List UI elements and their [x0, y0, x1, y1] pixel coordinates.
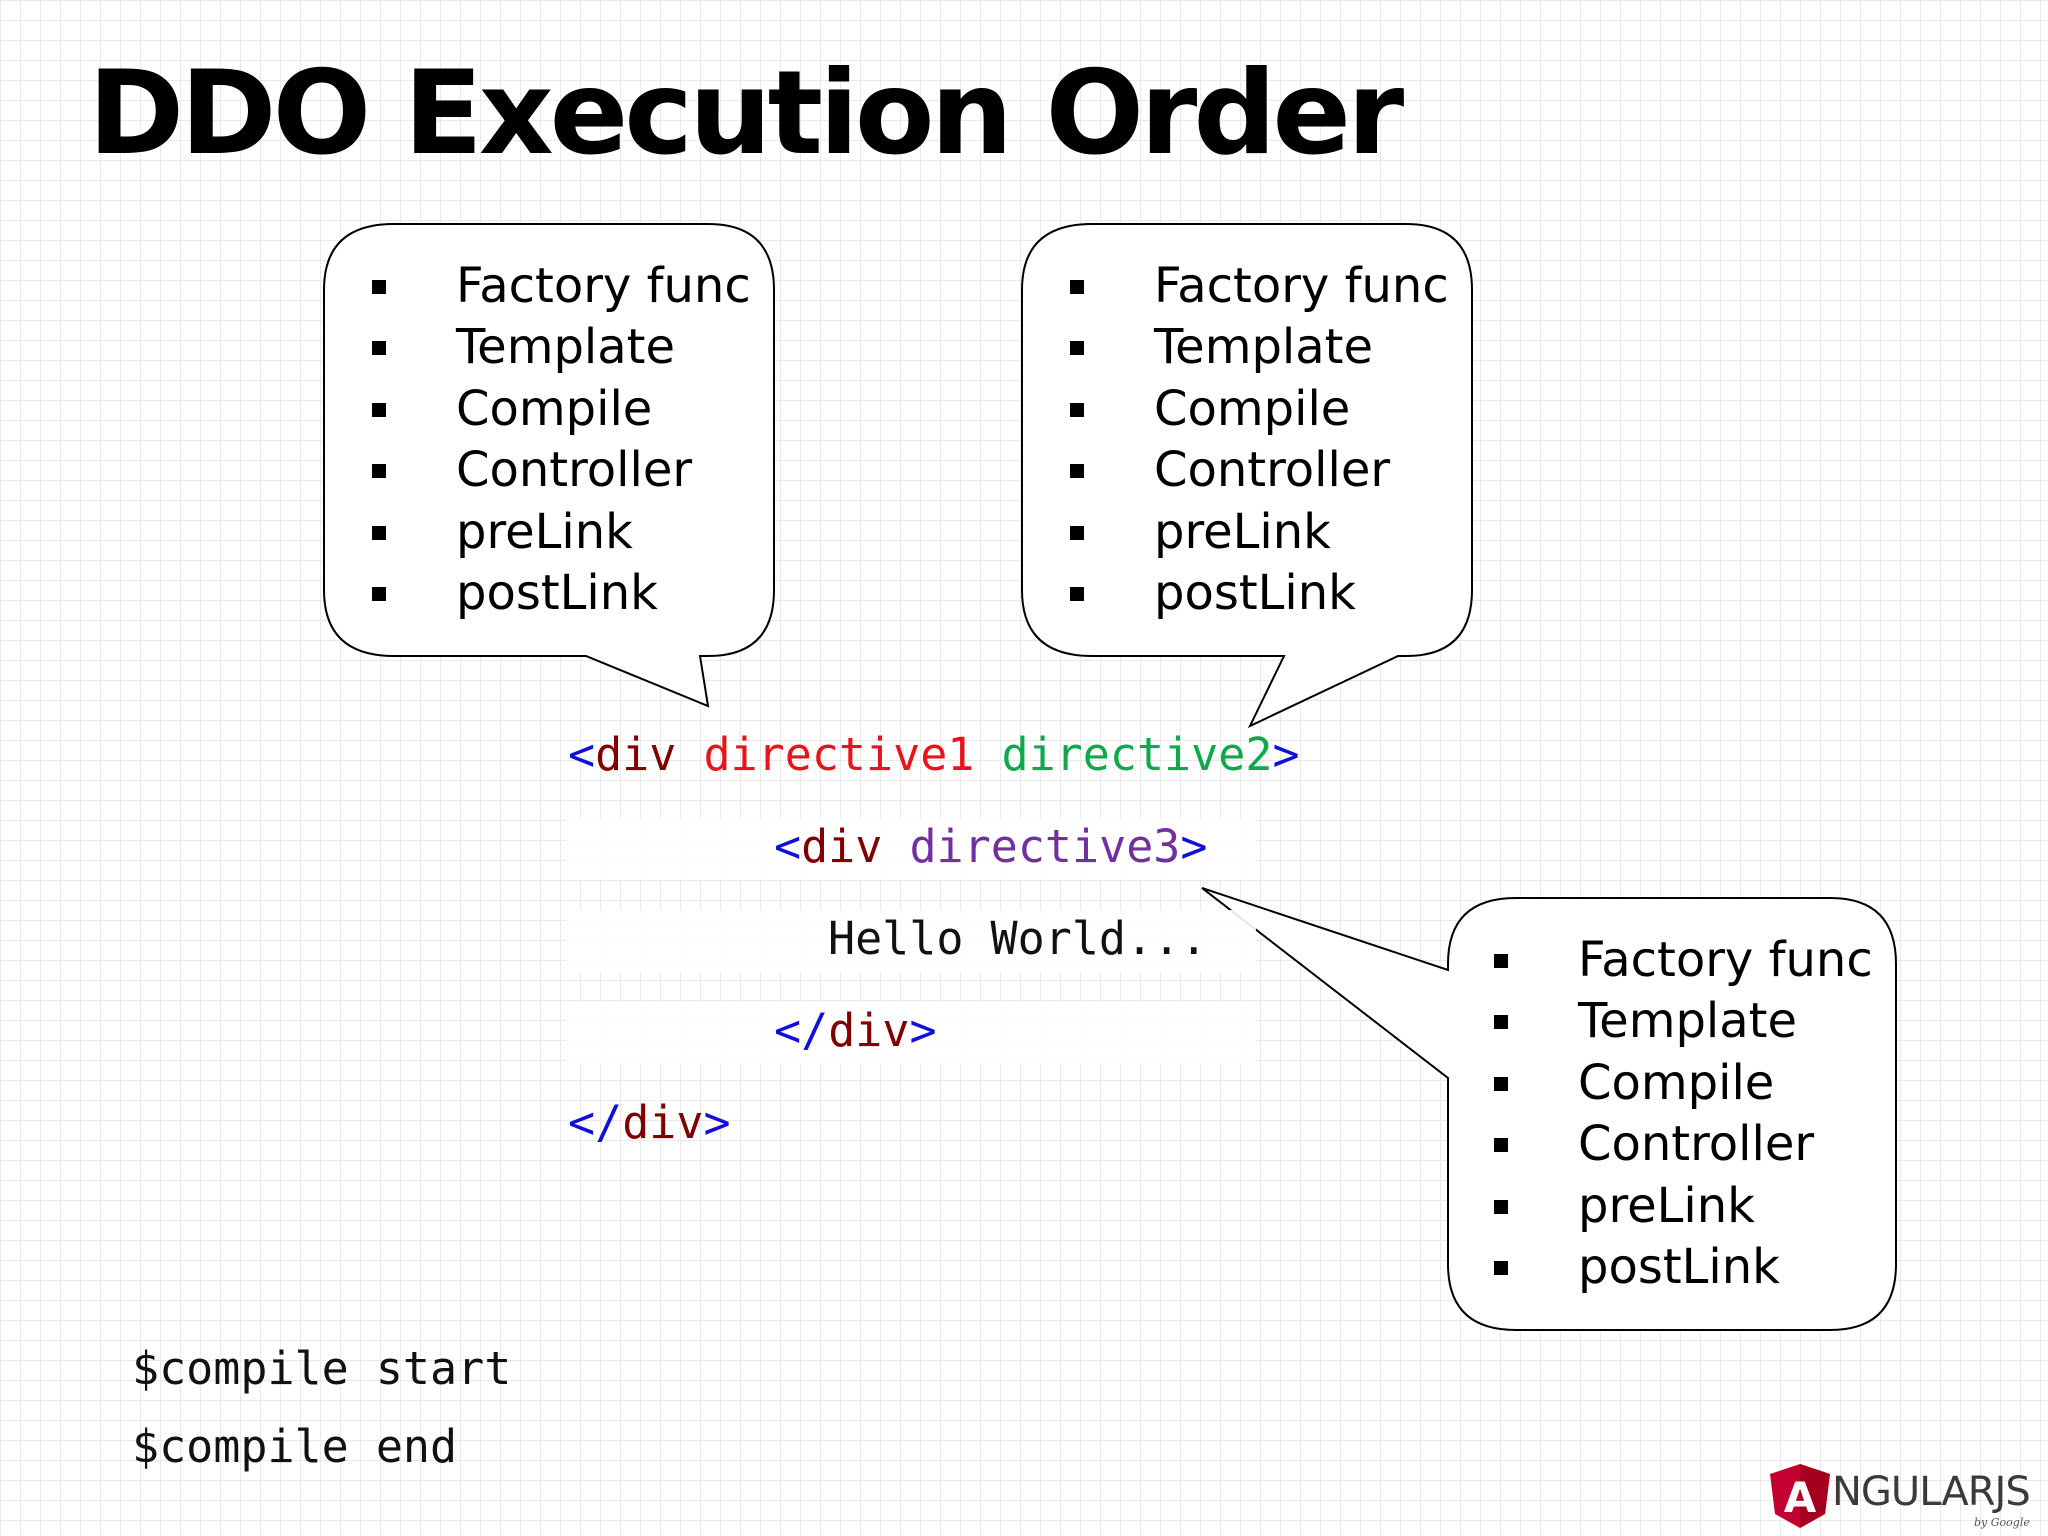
directive3-attr: directive3: [909, 820, 1181, 873]
list-item: Template: [1490, 991, 1873, 1052]
list-item: preLink: [368, 502, 751, 563]
bullet-square-icon: [1494, 1138, 1508, 1153]
callout-list-2: Factory func Template Compile Controller…: [1066, 256, 1449, 624]
bullet-square-icon: [1494, 1076, 1508, 1091]
bullet-square-icon: [372, 402, 386, 417]
list-item: Controller: [368, 440, 751, 501]
list-item: Factory func: [368, 256, 751, 317]
bullet-square-icon: [1494, 1015, 1508, 1030]
list-item: Controller: [1066, 440, 1449, 501]
bullet-square-icon: [372, 280, 386, 294]
bullet-square-icon: [1494, 954, 1508, 968]
list-item: Controller: [1490, 1114, 1873, 1175]
bullet-square-icon: [1070, 402, 1084, 417]
list-item: Compile: [1490, 1053, 1873, 1114]
bullet-square-icon: [372, 586, 386, 601]
logo-byline: by Google: [1974, 1516, 2030, 1529]
code-highlight-band: [566, 1002, 1256, 1064]
list-item: Factory func: [1066, 256, 1449, 317]
code-line-outer-close: </div>: [568, 1096, 731, 1149]
list-item: Template: [1066, 317, 1449, 378]
list-item: Template: [368, 317, 751, 378]
bullet-square-icon: [1494, 1260, 1508, 1275]
code-highlight-band: [566, 910, 1256, 972]
list-item: postLink: [1066, 563, 1449, 624]
code-line-content: Hello World...: [828, 912, 1208, 965]
bullet-square-icon: [372, 525, 386, 540]
list-item: postLink: [368, 563, 751, 624]
list-item: preLink: [1066, 502, 1449, 563]
compile-end-label: $compile end: [132, 1420, 458, 1473]
callout-list-3: Factory func Template Compile Controller…: [1490, 930, 1873, 1298]
bullet-square-icon: [1070, 341, 1084, 356]
logo-wordmark: NGULARJS: [1832, 1469, 2031, 1515]
svg-text:A: A: [1784, 1473, 1817, 1522]
code-line-outer-open: <div directive1 directive2>: [568, 728, 1300, 781]
bullet-square-icon: [1070, 464, 1084, 479]
list-item: preLink: [1490, 1176, 1873, 1237]
bullet-square-icon: [372, 341, 386, 356]
compile-start-label: $compile start: [132, 1342, 512, 1395]
list-item: postLink: [1490, 1237, 1873, 1298]
list-item: Compile: [1066, 379, 1449, 440]
callout-bubble-3: [1201, 887, 1897, 1331]
code-line-inner-open: <div directive3>: [774, 820, 1208, 873]
callout-bubble-1: [323, 223, 775, 708]
angular-shield-icon: A: [1770, 1464, 1830, 1528]
directive1-attr: directive1: [703, 728, 975, 781]
bullet-square-icon: [1494, 1199, 1508, 1214]
angularjs-logo: A NGULARJS by Google: [1768, 1462, 2038, 1530]
bullet-square-icon: [1070, 586, 1084, 601]
list-item: Compile: [368, 379, 751, 440]
bullet-square-icon: [1070, 280, 1084, 294]
bullet-square-icon: [1070, 525, 1084, 540]
list-item: Factory func: [1490, 930, 1873, 991]
directive2-attr: directive2: [1001, 728, 1273, 781]
callout-list-1: Factory func Template Compile Controller…: [368, 256, 751, 624]
callout-bubble-2: [1021, 223, 1473, 729]
bullet-square-icon: [372, 464, 386, 479]
code-line-inner-close: </div>: [774, 1004, 937, 1057]
code-highlight-band: [566, 818, 1256, 880]
slide-title: DDO Execution Order: [88, 46, 1404, 181]
